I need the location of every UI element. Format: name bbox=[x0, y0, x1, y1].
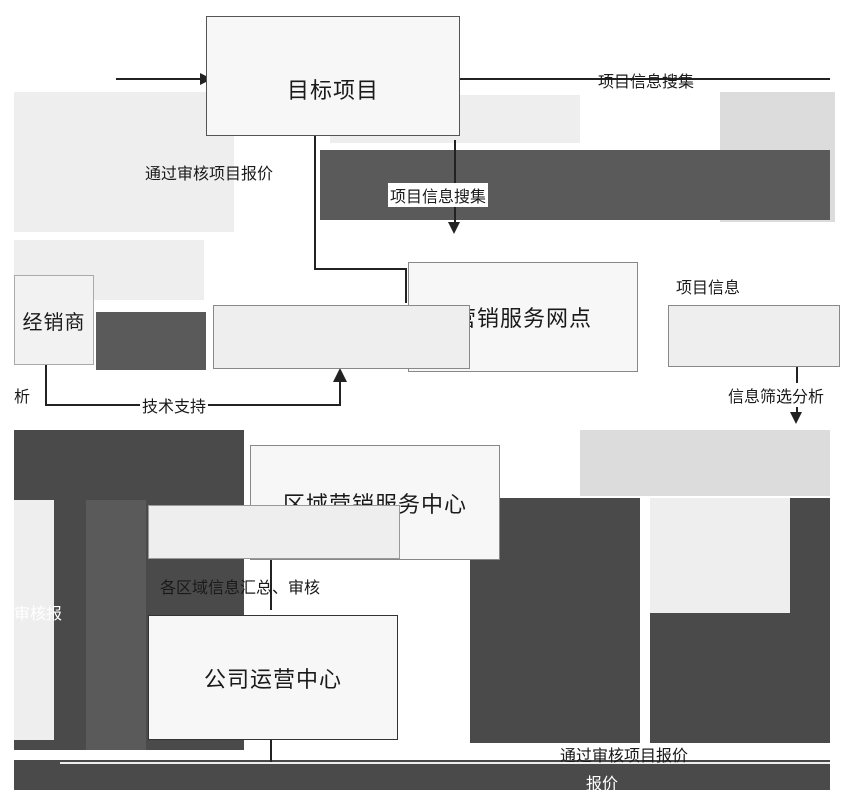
edge-label-approved-quote: 通过审核项目报价 bbox=[145, 164, 274, 183]
line-tech-up bbox=[339, 380, 341, 406]
bg-panel-top-left bbox=[14, 92, 234, 232]
line-to-outlet bbox=[405, 268, 407, 303]
arrow-info-filter bbox=[790, 412, 802, 424]
edge-label-info-collect-top: 项目信息搜集 bbox=[598, 72, 695, 91]
node-dealer-label: 经销商 bbox=[22, 309, 86, 334]
node-company-center-label: 公司运营中心 bbox=[203, 667, 342, 693]
bg-panel-bottom-left bbox=[14, 500, 54, 740]
edge-label-bottom-submit: 报价 bbox=[586, 774, 619, 793]
bg-panel-left-column bbox=[86, 500, 146, 750]
line-target-right bbox=[460, 78, 830, 80]
line-target-down bbox=[314, 120, 316, 270]
edge-label-info-filter: 信息筛选分析 bbox=[726, 383, 827, 407]
node-service-outlet-label: 营销服务网点 bbox=[453, 307, 592, 332]
line-horizontal-mid bbox=[314, 268, 406, 270]
edge-label-info-collect-mid: 项目信息搜集 bbox=[388, 183, 489, 207]
bg-panel-right-box bbox=[668, 305, 840, 367]
line-info-collect-down bbox=[454, 140, 456, 225]
bg-panel-outlet-left bbox=[213, 305, 470, 369]
line-regional-down bbox=[270, 560, 272, 610]
node-target-project-label: 目标项目 bbox=[286, 79, 379, 104]
edge-label-review-left: 审核报 bbox=[14, 604, 63, 623]
line-company-down bbox=[270, 740, 272, 762]
bg-panel-mid-right-light bbox=[580, 430, 830, 496]
arrow-info-collect bbox=[448, 222, 460, 234]
node-company-center: 公司运营中心 bbox=[148, 615, 398, 740]
node-dealer: 经销商 bbox=[14, 275, 94, 365]
edge-label-tech-support: 技术支持 bbox=[140, 393, 209, 417]
edge-label-project-info: 项目信息 bbox=[676, 278, 741, 297]
bg-panel-mid-dark bbox=[96, 312, 206, 370]
edge-label-analysis-left: 析 bbox=[14, 387, 31, 406]
bg-panel-far-right-light bbox=[650, 498, 790, 613]
line-bottom bbox=[60, 762, 830, 764]
edge-label-bottom-review: 通过审核项目报价 bbox=[560, 746, 689, 765]
arrow-tech-support bbox=[333, 368, 347, 382]
line-top-left bbox=[116, 78, 206, 80]
line-tech-left-up bbox=[45, 365, 47, 405]
edge-label-region-summary: 各区域信息汇总、审核 bbox=[160, 578, 321, 597]
bg-panel-bottom-strip bbox=[14, 760, 830, 790]
node-target-project: 目标项目 bbox=[206, 16, 460, 136]
regional-overlay-strip bbox=[148, 505, 400, 559]
